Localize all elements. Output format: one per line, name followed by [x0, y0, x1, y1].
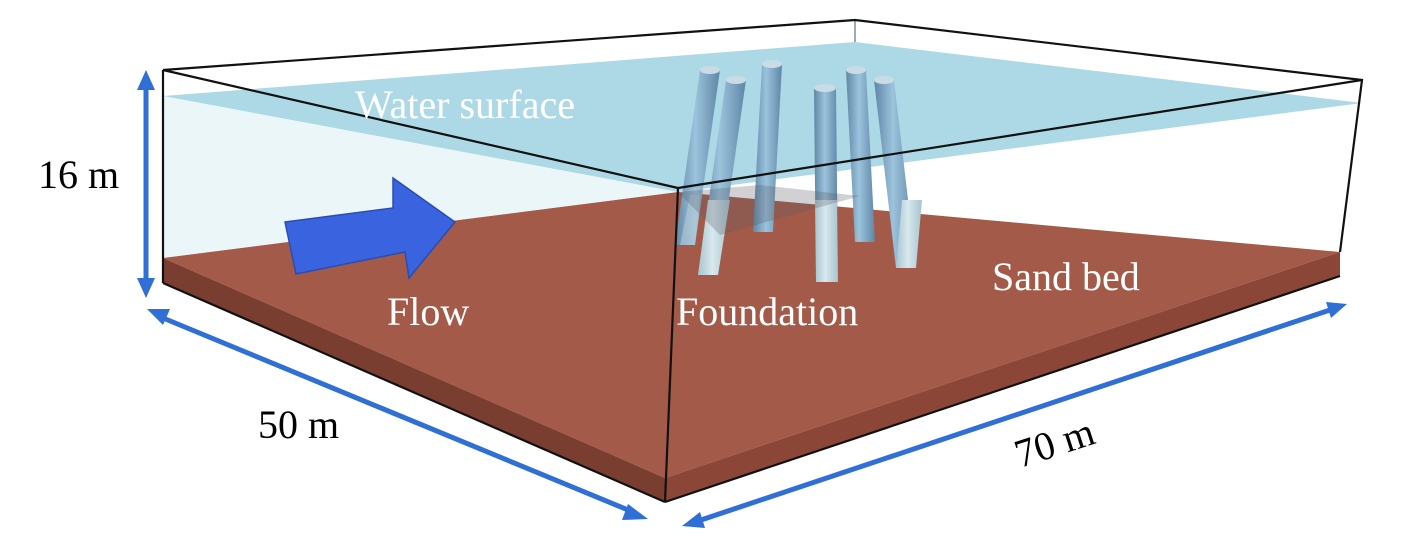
- width-arrow-start: [147, 309, 170, 325]
- sand-bed-label: Sand bed: [992, 254, 1140, 299]
- pile-5: [846, 66, 875, 242]
- width-arrow-end: [622, 504, 648, 520]
- sand-bed-left-side: [163, 258, 665, 502]
- length-label: 70 m: [1009, 409, 1100, 477]
- length-arrow-start: [682, 512, 705, 528]
- height-label: 16 m: [38, 152, 119, 197]
- water-surface-label: Water surface: [355, 82, 575, 127]
- pile-6: [874, 76, 922, 268]
- dimension-arrows: [137, 70, 1347, 528]
- width-dimension-line: [162, 315, 634, 515]
- pile-3: [753, 60, 782, 232]
- length-dimension-line: [697, 307, 1331, 524]
- pile-4: [814, 84, 838, 282]
- width-label: 50 m: [258, 402, 339, 447]
- foundation-piles: [675, 60, 922, 282]
- sand-bed-right-side: [665, 252, 1340, 502]
- foundation-label: Foundation: [676, 289, 858, 334]
- sand-bed-top: [163, 192, 1340, 478]
- water-shading: [163, 96, 678, 258]
- domain-box-edges: [161, 18, 1364, 504]
- flow-arrow: [284, 176, 457, 280]
- length-arrow-end: [1326, 302, 1347, 318]
- pile-1: [675, 66, 720, 245]
- pile-2: [698, 76, 746, 275]
- flow-label: Flow: [387, 289, 469, 334]
- height-arrow-bottom: [137, 278, 155, 298]
- height-arrow-top: [137, 70, 155, 90]
